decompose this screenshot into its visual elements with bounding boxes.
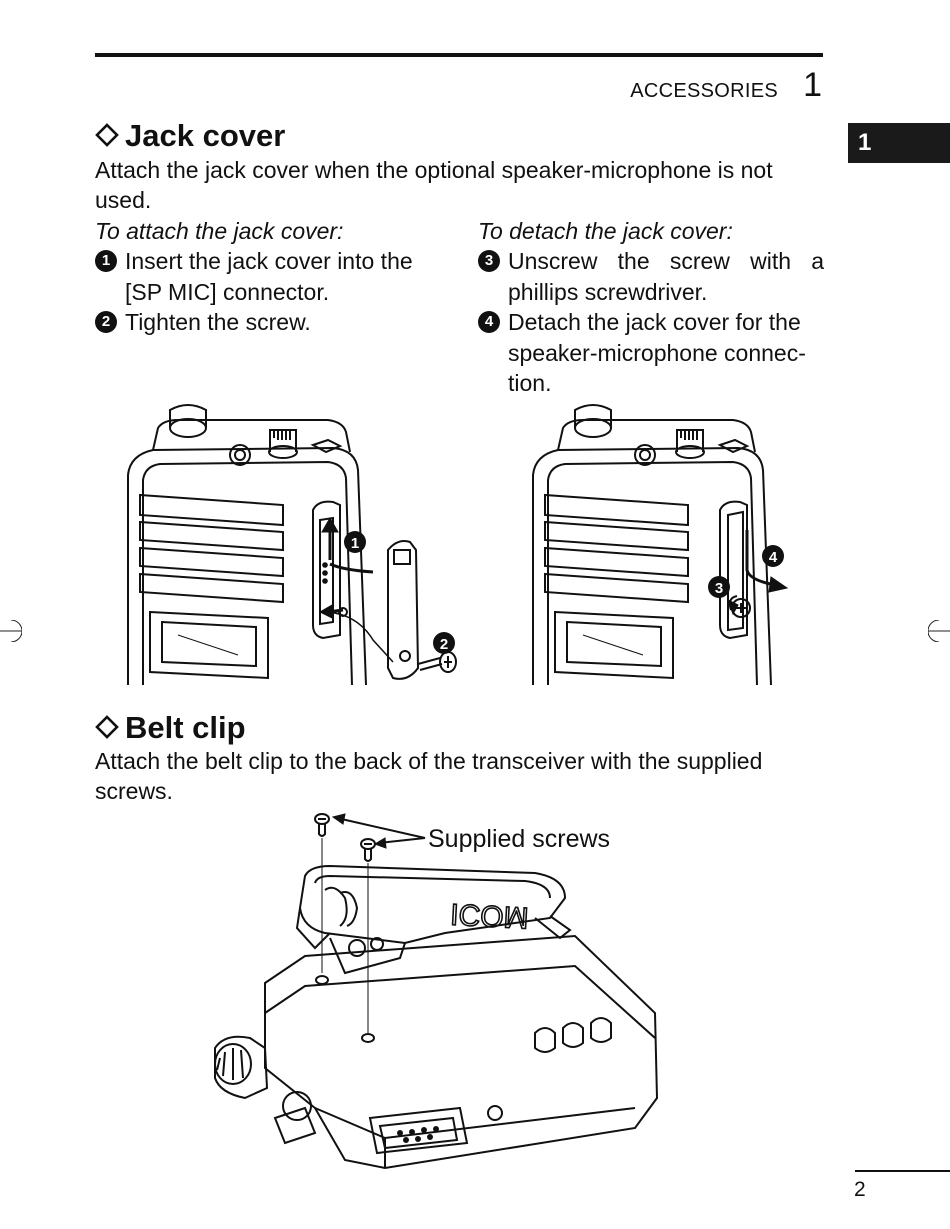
step-number-badge: 1 — [95, 250, 117, 272]
detach-instructions: To detach the jack cover: 3 Unscrew the … — [478, 216, 824, 399]
diamond-bullet-icon — [95, 123, 119, 147]
belt-clip-illustration: ICOM Supplied screws — [214, 813, 659, 1170]
callout-3-badge — [708, 576, 730, 598]
step-text: Tighten the screw. — [125, 309, 311, 335]
bottom-rule — [855, 1170, 950, 1172]
callout-4-label: 4 — [769, 549, 778, 566]
jack-cover-intro: Attach the jack cover when the optional … — [95, 157, 773, 213]
step-number-badge: 4 — [478, 311, 500, 333]
attach-instructions: To attach the jack cover: 1 Insert the j… — [95, 216, 445, 338]
step-number-badge: 3 — [478, 250, 500, 272]
callout-1-badge — [344, 531, 366, 553]
jack-cover-title: Jack cover — [125, 118, 286, 153]
detach-heading: To detach the jack cover: — [478, 218, 733, 244]
supplied-screws-callout: Supplied screws — [428, 825, 610, 853]
step-text: Insert the jack cover into the [SP MIC] … — [125, 248, 413, 305]
detach-step-4: 4 Detach the jack cover for the speaker-… — [478, 307, 824, 399]
jack-cover-heading: Jack cover — [95, 118, 285, 154]
chapter-number: 1 — [803, 66, 822, 104]
step-number-badge: 2 — [95, 311, 117, 333]
chapter-side-tab: 1 — [848, 123, 950, 163]
belt-clip-heading: Belt clip — [95, 710, 246, 746]
chapter-label: ACCESSORIES — [630, 80, 778, 102]
callout-3-label: 3 — [715, 580, 723, 597]
callout-2-label: 2 — [440, 636, 448, 653]
step-text: Unscrew the screw with a phillips screwd… — [508, 248, 824, 305]
clip-logo-text: ICOM — [450, 897, 530, 934]
page-number: 2 — [854, 1178, 866, 1201]
attach-step-1: 1 Insert the jack cover into the [SP MIC… — [95, 246, 445, 307]
diamond-bullet-icon — [95, 715, 119, 739]
detach-jack-cover-illustration: 4 3 — [532, 404, 789, 686]
top-rule — [95, 53, 823, 57]
belt-clip-title: Belt clip — [125, 710, 246, 745]
detach-step-3: 3 Unscrew the screw with a phillips scre… — [478, 246, 824, 307]
attach-step-2: 2 Tighten the screw. — [95, 307, 445, 338]
registration-mark-right-icon — [928, 620, 950, 642]
callout-1-label: 1 — [351, 535, 359, 552]
step-text: Detach the jack cover for the speaker-mi… — [508, 309, 806, 396]
callout-4-badge — [762, 545, 784, 567]
attach-heading: To attach the jack cover: — [95, 218, 344, 244]
belt-clip-intro: Attach the belt clip to the back of the … — [95, 748, 763, 804]
attach-jack-cover-illustration: 1 2 — [127, 404, 457, 686]
side-tab-number: 1 — [858, 129, 872, 156]
callout-2-badge — [433, 632, 455, 654]
registration-mark-left-icon — [0, 620, 22, 642]
